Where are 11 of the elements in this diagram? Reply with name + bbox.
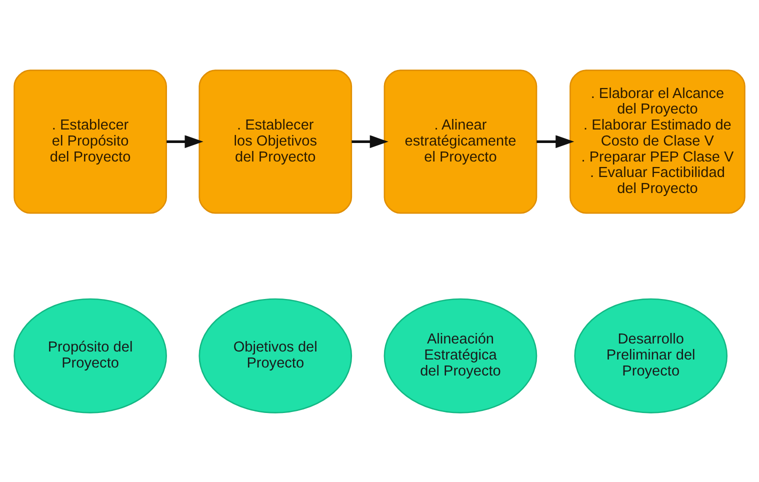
node-box: . Elaborar el Alcance del Proyecto . Elaborar Estimado de Costo de Clase V . Preparar PEP Clase V . Evaluar Factibilidad del Proyecto: [570, 69, 746, 214]
arrow: [536, 134, 574, 148]
node-ellipse: Propósito del Proyecto: [14, 298, 167, 413]
node-box: . Alinear estratégicamente el Proyecto: [384, 69, 538, 214]
node-box: . Establecer los Objetivos del Proyecto: [198, 69, 352, 214]
node-ellipse: Desarrollo Preliminar del Proyecto: [574, 298, 728, 413]
node-ellipse: Alineación Estratégica del Proyecto: [384, 298, 538, 413]
arrow: [352, 134, 388, 148]
node-ellipse: Objetivos del Proyecto: [198, 298, 352, 413]
node-box: . Establecer el Propósito del Proyecto: [14, 69, 167, 214]
arrow: [166, 134, 204, 148]
